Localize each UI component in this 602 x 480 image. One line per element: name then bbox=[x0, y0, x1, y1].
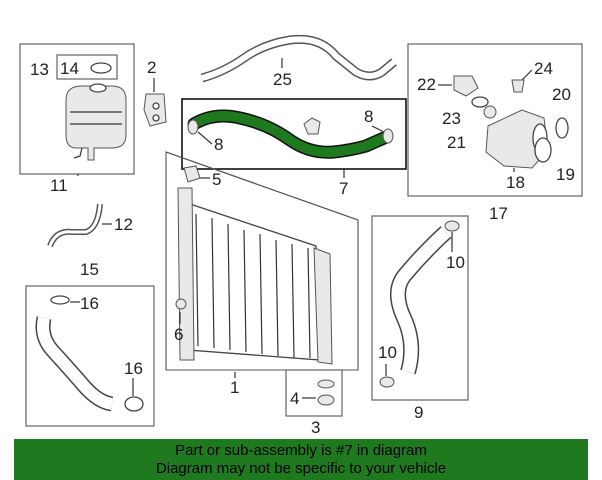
reservoir-frame bbox=[19, 43, 135, 175]
notice-line-1: Part or sub-assembly is #7 in diagram bbox=[175, 442, 427, 459]
label-16-top[interactable]: 16 bbox=[80, 294, 99, 313]
gasket-19[interactable] bbox=[534, 137, 552, 163]
hose-7[interactable] bbox=[189, 111, 389, 158]
clamp-10-bottom[interactable] bbox=[379, 376, 395, 388]
hose-9-frame bbox=[371, 215, 469, 401]
label-3[interactable]: 3 bbox=[311, 418, 320, 437]
label-10-bottom[interactable]: 10 bbox=[378, 343, 397, 362]
hose-15[interactable] bbox=[37, 316, 114, 410]
mount-top[interactable] bbox=[317, 379, 335, 389]
notice-banner: Part or sub-assembly is #7 in diagram Di… bbox=[14, 439, 588, 480]
hose-9[interactable] bbox=[391, 227, 451, 374]
reservoir-group: 13 14 11 bbox=[19, 43, 135, 195]
label-15[interactable]: 15 bbox=[80, 260, 99, 279]
hose-7-frame bbox=[181, 98, 407, 170]
hose-bracket bbox=[303, 117, 321, 135]
label-6[interactable]: 6 bbox=[174, 325, 183, 344]
hose-15-frame bbox=[25, 285, 155, 427]
label-17[interactable]: 17 bbox=[489, 204, 508, 223]
label-18[interactable]: 18 bbox=[506, 173, 525, 192]
clamp-8-left[interactable] bbox=[187, 119, 199, 135]
reservoir-cap bbox=[90, 62, 112, 74]
label-8-right[interactable]: 8 bbox=[364, 107, 373, 126]
hose-7-group: 8 8 7 bbox=[181, 98, 407, 198]
label-7[interactable]: 7 bbox=[339, 179, 348, 198]
label-22[interactable]: 22 bbox=[417, 75, 436, 94]
label-21[interactable]: 21 bbox=[447, 133, 466, 152]
gasket-20[interactable] bbox=[555, 117, 569, 139]
drain-plug-6[interactable] bbox=[175, 298, 187, 310]
cap-subframe bbox=[56, 54, 118, 80]
label-23[interactable]: 23 bbox=[442, 109, 461, 128]
label-25[interactable]: 25 bbox=[273, 70, 292, 89]
label-2[interactable]: 2 bbox=[147, 58, 156, 77]
hose-9-group: 10 10 9 bbox=[371, 215, 469, 422]
clamp-8-right[interactable] bbox=[382, 128, 394, 144]
label-4[interactable]: 4 bbox=[290, 389, 299, 408]
label-13[interactable]: 13 bbox=[30, 60, 49, 79]
label-9[interactable]: 9 bbox=[414, 403, 423, 422]
thermostat-group: 22 24 23 21 20 18 19 17 bbox=[407, 43, 583, 223]
thermostat-frame bbox=[407, 43, 583, 197]
reservoir-tank[interactable] bbox=[65, 85, 127, 161]
bracket-part: 2 bbox=[143, 58, 167, 127]
label-8-left[interactable]: 8 bbox=[214, 135, 223, 154]
mount-bushing[interactable] bbox=[317, 394, 335, 406]
sensor-24[interactable] bbox=[511, 79, 525, 93]
hose-12-part: 12 bbox=[47, 203, 133, 248]
label-11[interactable]: 11 bbox=[50, 176, 68, 195]
label-1[interactable]: 1 bbox=[230, 378, 239, 397]
cap-5[interactable] bbox=[183, 165, 201, 183]
radiator-core[interactable] bbox=[183, 201, 321, 361]
label-10-top[interactable]: 10 bbox=[446, 253, 465, 272]
clamp-16-bottom[interactable] bbox=[124, 396, 144, 412]
gasket-23[interactable] bbox=[471, 96, 489, 108]
radiator-group: 5 6 1 bbox=[165, 151, 359, 397]
label-19[interactable]: 19 bbox=[556, 165, 575, 184]
pipe-25-part: 25 bbox=[200, 34, 397, 89]
mount-group: 4 3 bbox=[285, 369, 343, 437]
label-5[interactable]: 5 bbox=[212, 170, 221, 189]
hose-12[interactable] bbox=[48, 203, 102, 247]
clamp-10-top[interactable] bbox=[444, 220, 460, 232]
label-24[interactable]: 24 bbox=[534, 59, 553, 78]
tank-neck bbox=[89, 83, 107, 93]
thermostat-21[interactable] bbox=[483, 105, 497, 119]
label-14[interactable]: 14 bbox=[60, 59, 79, 78]
mount-frame bbox=[285, 369, 343, 417]
clamp-16-top[interactable] bbox=[50, 295, 70, 305]
notice-line-2: Diagram may not be specific to your vehi… bbox=[155, 460, 447, 477]
radiator-tank-right bbox=[313, 247, 333, 365]
label-16-bottom[interactable]: 16 bbox=[124, 359, 143, 378]
label-20[interactable]: 20 bbox=[552, 85, 571, 104]
pipe-25[interactable] bbox=[200, 34, 397, 83]
hose-15-group: 15 16 16 bbox=[25, 260, 155, 427]
bracket[interactable] bbox=[143, 93, 167, 127]
label-12[interactable]: 12 bbox=[114, 215, 133, 234]
water-inlet[interactable] bbox=[453, 75, 479, 97]
